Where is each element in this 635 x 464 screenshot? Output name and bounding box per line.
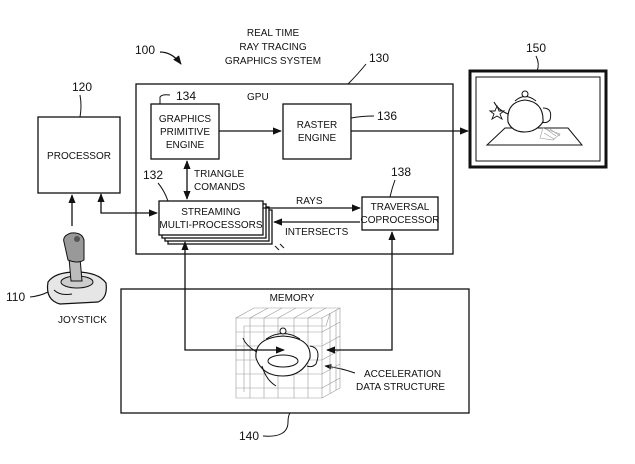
processor-ref-leader [80,95,81,117]
gpe-label-2: PRIMITIVE [160,127,210,138]
raster-box [283,104,351,159]
gpe-ref-number: 134 [176,89,196,103]
system-ref: 100 [135,43,181,64]
triangle-label-2: COMANDS [194,182,245,193]
processor-label: PROCESSOR [47,151,111,162]
joystick-ref-leader [30,292,48,297]
raster-ref-number: 136 [377,109,397,123]
memory-label: MEMORY [270,293,315,304]
traversal-label-1: TRAVERSAL [371,202,430,213]
intersects-label: INTERSECTS [285,227,349,238]
display-ref-leader [536,56,538,71]
gpe-label-3: ENGINE [166,140,205,151]
traversal-label-2: COPROCESSOR [361,215,440,226]
display-teapot-body [508,100,543,132]
joystick-icon [48,233,107,304]
system-ref-arrow [160,52,181,64]
triangle-label-1: TRIANGLE [194,169,244,180]
smp-ref-number: 132 [143,168,163,182]
gpu-ref-number: 130 [369,51,389,65]
smp-label-2: MULTI-PROCESSORS [159,220,262,231]
system-ref-number: 100 [135,43,155,57]
processor: PROCESSOR 120 [38,80,120,193]
memory-ref-leader [263,413,290,436]
system-title-line-1: REAL TIME [247,28,300,39]
display-ref-number: 150 [526,41,546,55]
raster-label-1: RASTER [297,120,338,131]
gpu-ref-leader [348,64,366,84]
accel-label-1: ACCELERATION [364,369,441,380]
gpu-label: GPU [247,92,269,103]
accel-teapot-body [256,336,310,376]
gpe-label-1: GRAPHICS [159,114,212,125]
rays-label: RAYS [296,196,323,207]
system-title-line-2: RAY TRACING [239,42,306,53]
joystick-label: JOYSTICK [58,315,107,326]
joystick-ref-number: 110 [6,290,25,304]
display: 150 [470,41,606,167]
processor-ref-number: 120 [72,80,92,94]
accel-label-2: DATA STRUCTURE [356,382,445,393]
system-title: REAL TIME RAY TRACING GRAPHICS SYSTEM [225,28,321,67]
memory-ref-number: 140 [239,429,259,443]
traversal-ref-number: 138 [391,165,411,179]
system-title-line-3: GRAPHICS SYSTEM [225,56,321,67]
smp-label-1: STREAMING [181,207,241,218]
raster-label-2: ENGINE [298,133,337,144]
